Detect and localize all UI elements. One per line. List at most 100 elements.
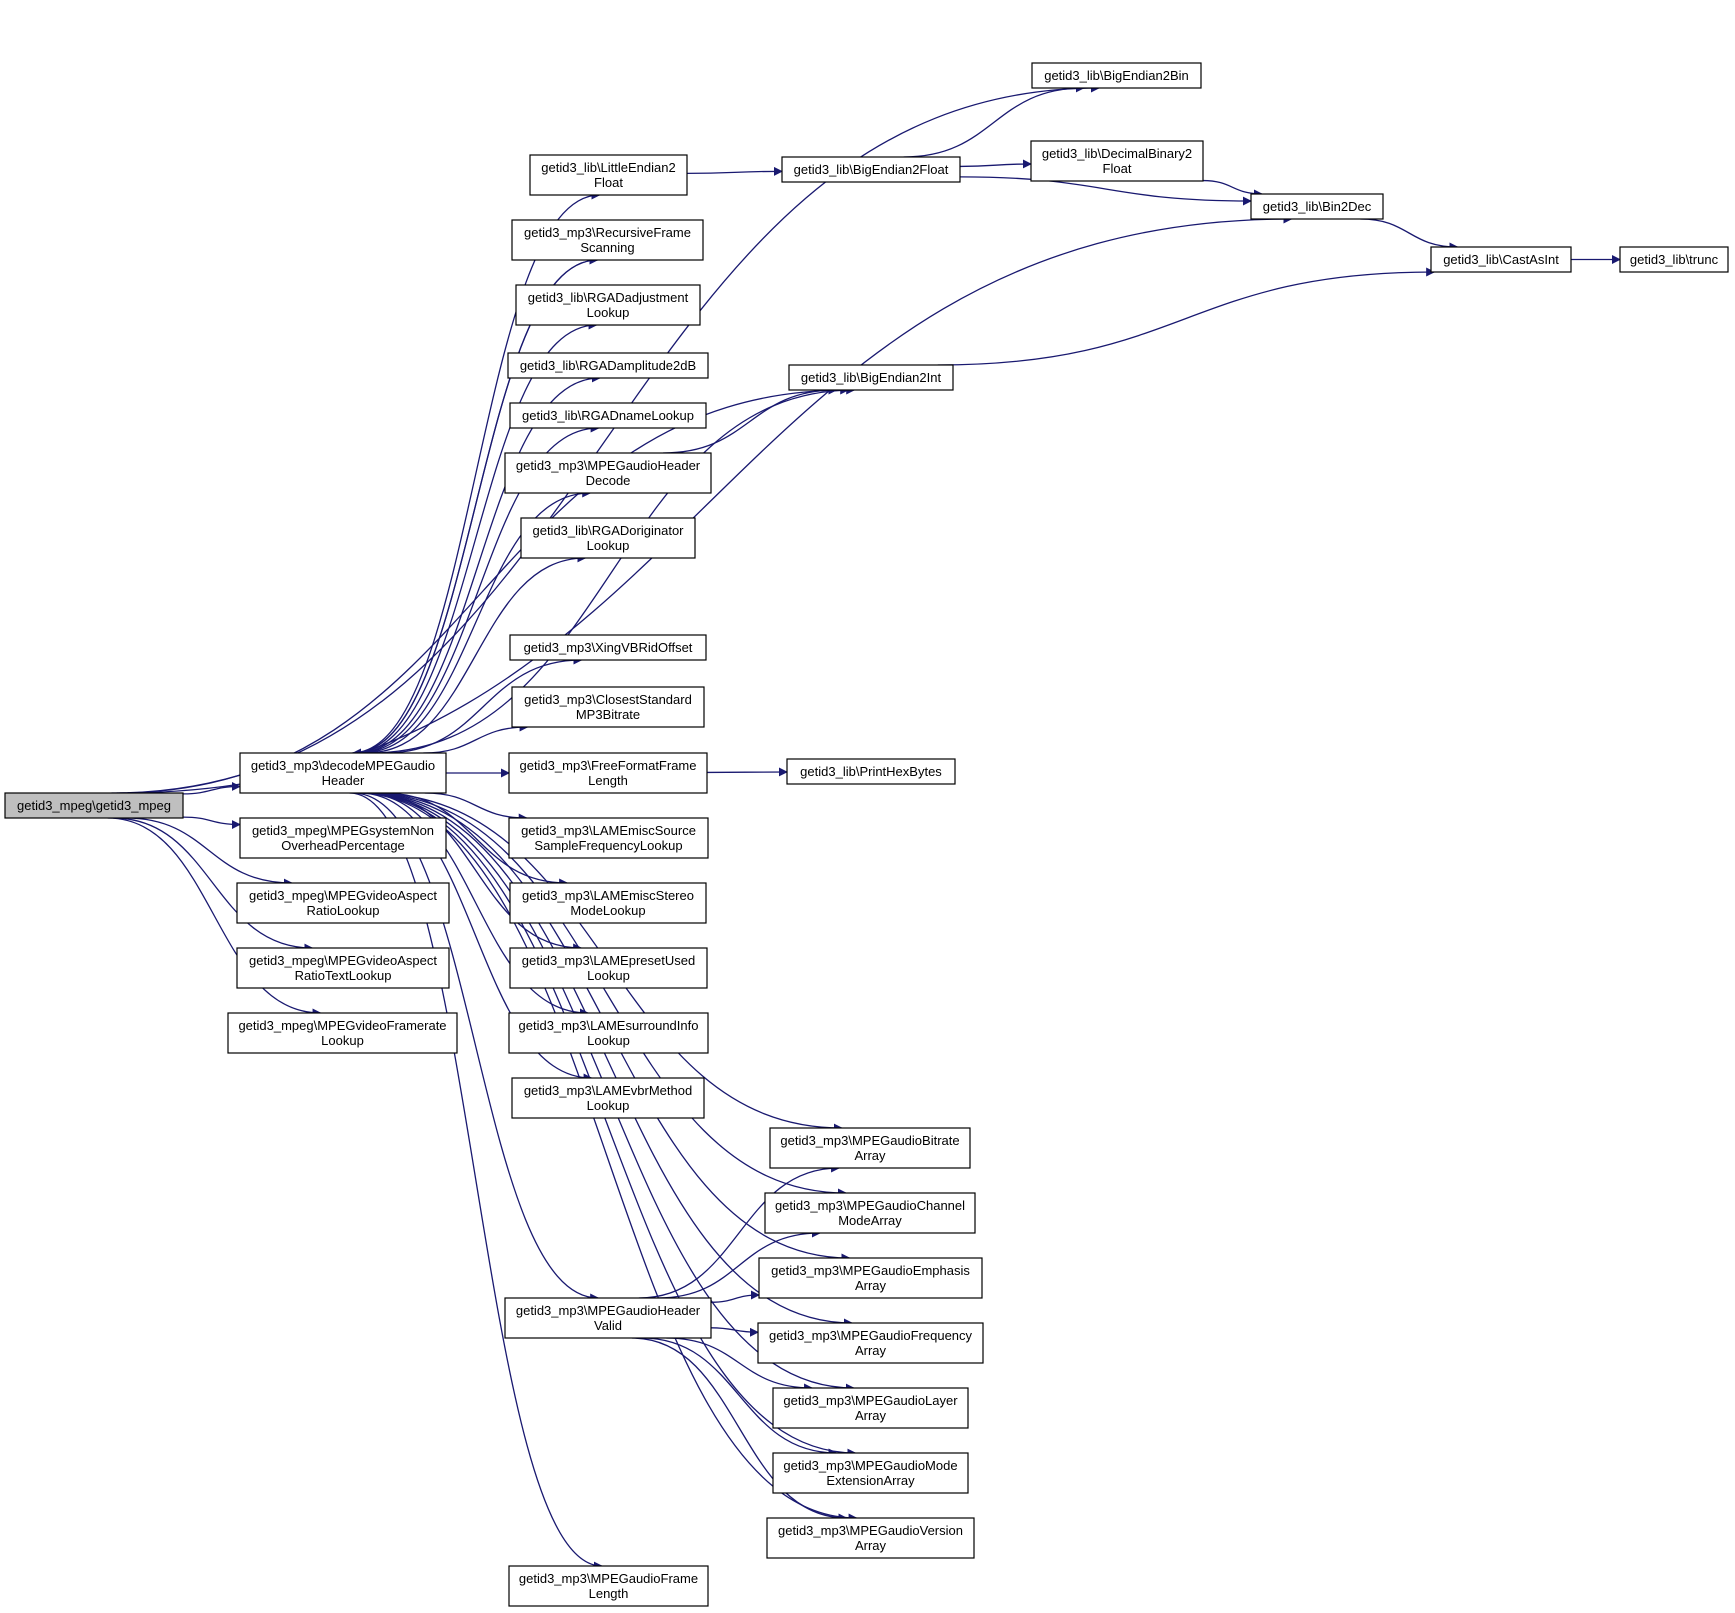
node-box-trunc[interactable] <box>1619 246 1729 273</box>
edge-decode-to-version <box>356 792 858 1523</box>
node-box-layer[interactable] <box>772 1387 969 1429</box>
node-label-bitrate-line-1: Array <box>854 1148 886 1163</box>
node-box-rgadorig[interactable] <box>520 517 696 559</box>
node-box-xing[interactable] <box>509 634 707 661</box>
node-label-decbin2f-line-1: Float <box>1103 161 1132 176</box>
node-vaspecttext[interactable]: getid3_mpeg\MPEGvideoAspectRatioTextLook… <box>236 947 450 989</box>
node-be2float[interactable]: getid3_lib\BigEndian2Float <box>781 156 961 183</box>
node-box-rgadadj[interactable] <box>515 284 701 326</box>
node-rgadname[interactable]: getid3_lib\RGADnameLookup <box>509 402 707 429</box>
node-box-be2float[interactable] <box>781 156 961 183</box>
edge-hdrvalid-to-frequency <box>710 1327 759 1337</box>
node-label-freeformat-line-1: Length <box>588 773 628 788</box>
node-label-lamevbr-line-1: Lookup <box>587 1098 630 1113</box>
node-xing[interactable]: getid3_mp3\XingVBRidOffset <box>509 634 707 661</box>
node-box-lamepreset[interactable] <box>509 947 708 989</box>
edge-hdrvalid-to-layer <box>666 1337 814 1393</box>
node-box-bitrate[interactable] <box>769 1127 971 1169</box>
node-box-freeformat[interactable] <box>508 752 708 794</box>
node-box-lamevbr[interactable] <box>511 1077 705 1119</box>
node-box-sysnon[interactable] <box>239 817 447 859</box>
node-box-vaspecttext[interactable] <box>236 947 450 989</box>
node-rgadamp[interactable]: getid3_lib\RGADamplitude2dB <box>507 352 709 379</box>
node-label-bin2dec-line-0: getid3_lib\Bin2Dec <box>1263 199 1372 214</box>
node-label-xing-line-0: getid3_mp3\XingVBRidOffset <box>524 640 693 655</box>
node-printhex[interactable]: getid3_lib\PrintHexBytes <box>786 758 956 785</box>
node-be2bin[interactable]: getid3_lib\BigEndian2Bin <box>1031 62 1202 89</box>
node-label-framelen-line-1: Length <box>589 1586 629 1601</box>
node-box-be2int[interactable] <box>788 364 954 391</box>
node-box-lamestereo[interactable] <box>509 882 707 924</box>
node-box-recursive[interactable] <box>511 219 704 261</box>
node-lamesrc[interactable]: getid3_mp3\LAMEmiscSourceSampleFrequency… <box>508 817 709 859</box>
node-castasint[interactable]: getid3_lib\CastAsInt <box>1430 246 1572 273</box>
node-trunc[interactable]: getid3_lib\trunc <box>1619 246 1729 273</box>
node-label-rgadadj-line-0: getid3_lib\RGADadjustment <box>528 290 689 305</box>
node-box-bin2dec[interactable] <box>1250 193 1384 220</box>
node-box-le2f[interactable] <box>529 154 688 196</box>
node-box-lamesurround[interactable] <box>508 1012 709 1054</box>
edge-decode-to-rgadorig <box>365 553 587 754</box>
node-box-hdrvalid[interactable] <box>504 1297 712 1339</box>
node-box-framelen[interactable] <box>508 1565 709 1607</box>
node-root[interactable]: getid3_mpeg\getid3_mpeg <box>4 792 184 819</box>
node-box-modeext[interactable] <box>772 1452 969 1494</box>
node-box-lamesrc[interactable] <box>508 817 709 859</box>
edge-hdrvalid-to-bitrate <box>638 1163 841 1299</box>
node-label-closest-line-0: getid3_mp3\ClosestStandard <box>524 692 692 707</box>
node-label-modeext-line-0: getid3_mp3\MPEGaudioMode <box>783 1458 957 1473</box>
node-box-rgadname[interactable] <box>509 402 707 429</box>
node-box-vframerate[interactable] <box>227 1012 458 1054</box>
node-label-version-line-1: Array <box>855 1538 887 1553</box>
edge-root-to-sysnon <box>182 816 241 830</box>
node-box-version[interactable] <box>766 1517 975 1559</box>
node-box-closest[interactable] <box>511 686 705 728</box>
node-box-emphasis[interactable] <box>758 1257 983 1299</box>
edge-root-to-decode <box>182 781 241 795</box>
node-bin2dec[interactable]: getid3_lib\Bin2Dec <box>1250 193 1384 220</box>
node-sysnon[interactable]: getid3_mpeg\MPEGsystemNonOverheadPercent… <box>239 817 447 859</box>
node-box-be2bin[interactable] <box>1031 62 1202 89</box>
node-box-castasint[interactable] <box>1430 246 1572 273</box>
node-box-hdrdecode[interactable] <box>504 452 712 494</box>
node-label-lamestereo-line-1: ModeLookup <box>570 903 645 918</box>
node-box-channel[interactable] <box>764 1192 976 1234</box>
node-box-vaspect[interactable] <box>236 882 450 924</box>
node-box-printhex[interactable] <box>786 758 956 785</box>
node-box-root[interactable] <box>4 792 184 819</box>
node-box-frequency[interactable] <box>757 1322 984 1364</box>
node-box-decode[interactable] <box>239 752 447 794</box>
node-label-rgadorig-line-0: getid3_lib\RGADoriginator <box>532 523 684 538</box>
edge-recursive-to-decode <box>352 259 598 758</box>
node-box-rgadamp[interactable] <box>507 352 709 379</box>
edge-decode-to-rgadadj <box>354 320 598 754</box>
node-box-decbin2f[interactable] <box>1030 140 1204 182</box>
node-label-le2f-line-1: Float <box>594 175 623 190</box>
node-be2int[interactable]: getid3_lib\BigEndian2Int <box>788 364 954 391</box>
